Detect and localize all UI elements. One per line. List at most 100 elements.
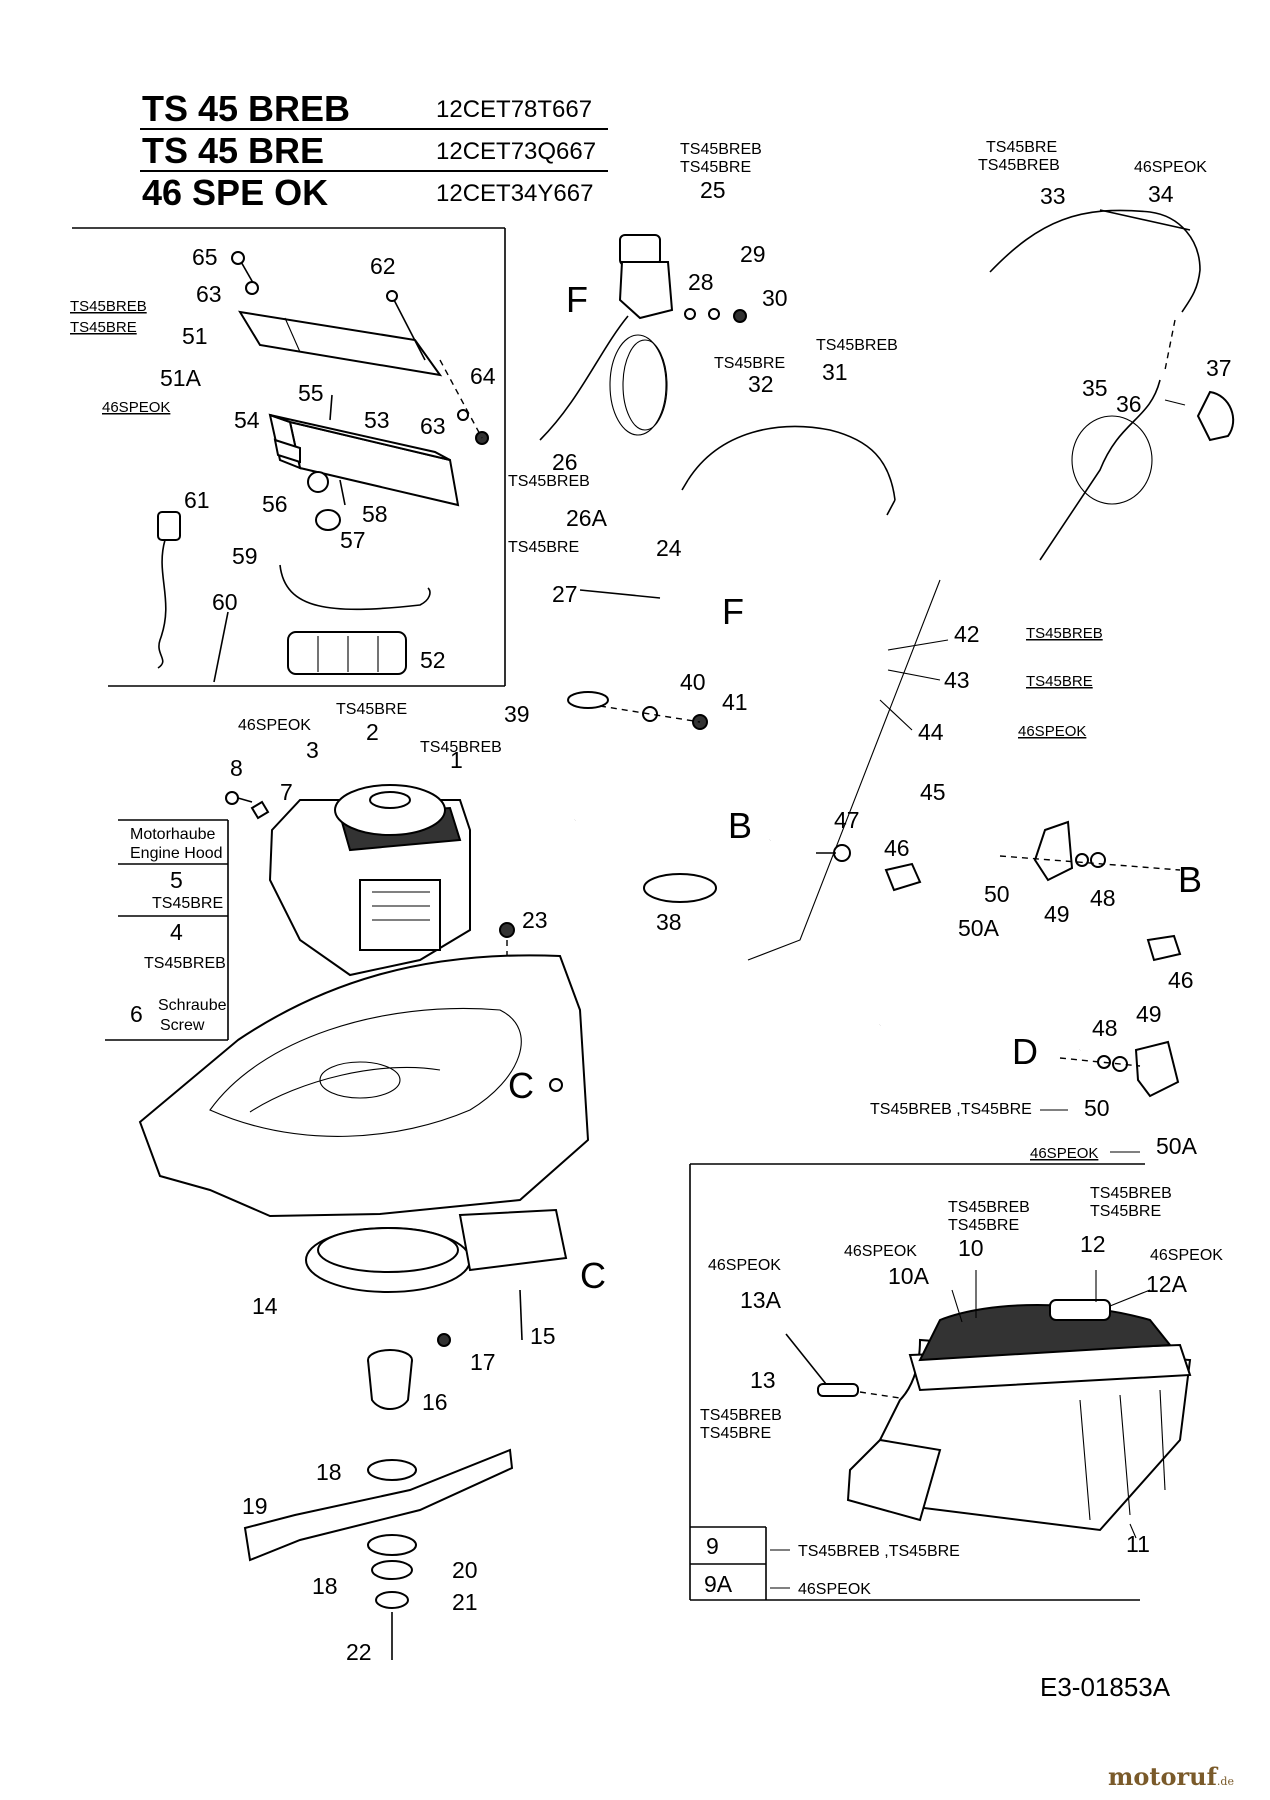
callout: 8 bbox=[230, 755, 243, 781]
variant-label: TS45BRE bbox=[948, 1217, 1019, 1234]
hood-title-en: Engine Hood bbox=[130, 845, 223, 862]
callout: 64 bbox=[470, 363, 496, 389]
bracket-50b bbox=[1134, 1040, 1180, 1098]
model-name: TS 45 BREB bbox=[142, 88, 351, 129]
variant-label: TS45BREB bbox=[816, 337, 898, 354]
washer-18-bottom bbox=[367, 1534, 417, 1556]
assembly-line bbox=[999, 855, 1181, 871]
variant-label: 46SPEOK bbox=[1018, 723, 1086, 740]
bolt-55 bbox=[329, 394, 333, 421]
callout: 19 bbox=[242, 1493, 268, 1519]
cable-35 bbox=[1039, 379, 1161, 561]
model-code: 12CET73Q667 bbox=[436, 138, 597, 165]
screw-8-shank bbox=[237, 797, 253, 803]
catcher-rib bbox=[1079, 1399, 1091, 1521]
ref-letter-d: D bbox=[1012, 1031, 1038, 1072]
callout: 15 bbox=[530, 1323, 556, 1349]
screw-47 bbox=[833, 844, 851, 862]
leader bbox=[887, 639, 949, 651]
callout: 46 bbox=[1168, 967, 1194, 993]
callout: 10 bbox=[958, 1235, 984, 1261]
catcher-row-num: 9A bbox=[704, 1571, 733, 1597]
model-row: TS 45 BRE 12CET73Q667 bbox=[140, 130, 608, 172]
deck-hole bbox=[319, 1061, 401, 1099]
callout: 12 bbox=[1080, 1231, 1106, 1257]
screw-head bbox=[386, 290, 398, 302]
callout: 50A bbox=[958, 915, 1000, 941]
callout: 63 bbox=[196, 281, 222, 307]
washer-63 bbox=[245, 281, 259, 295]
callout: 29 bbox=[740, 241, 766, 267]
washer-18-top bbox=[367, 1459, 417, 1481]
callout: 37 bbox=[1206, 355, 1232, 381]
model-row: TS 45 BREB 12CET78T667 bbox=[140, 88, 608, 130]
callout: 1 bbox=[450, 747, 463, 773]
callout: 65 bbox=[192, 244, 218, 270]
variant-label: TS45BREB bbox=[1026, 625, 1103, 642]
callout: 58 bbox=[362, 501, 388, 527]
callout: 36 bbox=[1116, 391, 1142, 417]
assembly-line bbox=[439, 359, 483, 439]
deflector-group: TS45BREB TS45BRE 46SPEOK 65 63 51 51A 62… bbox=[70, 227, 506, 687]
callout: 16 bbox=[422, 1389, 448, 1415]
screw-8 bbox=[225, 791, 239, 805]
bail-group: TS45BRE 32 TS45BREB 31 bbox=[681, 337, 898, 516]
clip-46 bbox=[884, 862, 922, 892]
knob-57 bbox=[315, 509, 341, 531]
deflector-plate bbox=[238, 310, 443, 377]
leader bbox=[785, 1333, 827, 1385]
callout: 22 bbox=[346, 1639, 372, 1665]
callout: 49 bbox=[1136, 1001, 1162, 1027]
charger-61 bbox=[157, 511, 181, 541]
assembly-line bbox=[1164, 319, 1176, 371]
lower-handle-group: 45 46 50 50A 49 48 B 46 48 49 D TS45BREB… bbox=[870, 778, 1202, 1162]
variant-label: TS45BRE bbox=[986, 139, 1057, 156]
callout: 48 bbox=[1090, 885, 1116, 911]
variant-label: TS45BREB bbox=[420, 739, 502, 756]
catcher-group: 46SPEOK 46SPEOK 10A TS45BREB TS45BRE 10 … bbox=[689, 1163, 1223, 1601]
knob-39 bbox=[567, 691, 609, 709]
callout: 23 bbox=[522, 907, 548, 933]
callout: 21 bbox=[452, 1589, 478, 1615]
cable-coil bbox=[609, 334, 667, 436]
engine-housing bbox=[359, 879, 441, 951]
model-code: 12CET34Y667 bbox=[436, 180, 594, 207]
model-row: 46 SPE OK 12CET34Y667 bbox=[140, 172, 608, 212]
ref-letter-c: C bbox=[508, 1065, 534, 1106]
model-table: TS 45 BREB 12CET78T667 TS 45 BRE 12CET73… bbox=[140, 88, 608, 212]
washer-49 bbox=[1075, 853, 1089, 867]
watermark-name: motoruf bbox=[1108, 1762, 1217, 1791]
variant-label: TS45BREB bbox=[1090, 1185, 1172, 1202]
leader bbox=[1109, 1289, 1151, 1307]
clip-46b bbox=[1146, 934, 1182, 962]
callout: 24 bbox=[656, 535, 682, 561]
leader bbox=[1129, 1523, 1137, 1539]
bail-31 bbox=[687, 425, 896, 501]
callout: 11 bbox=[1126, 1531, 1150, 1557]
bail-33 bbox=[989, 209, 1201, 313]
callout: 31 bbox=[822, 359, 848, 385]
callout: 51 bbox=[182, 323, 208, 349]
variant-label: TS45BREB ,TS45BRE bbox=[870, 1101, 1032, 1118]
variant-label: 46SPEOK bbox=[1150, 1247, 1223, 1264]
bolt-13 bbox=[817, 1383, 859, 1397]
engine-group: Motorhaube Engine Hood 5 TS45BRE 4 TS45B… bbox=[105, 701, 548, 1061]
washer-40 bbox=[642, 706, 658, 722]
plate-fold bbox=[284, 317, 301, 353]
callout: 14 bbox=[252, 1293, 278, 1319]
model-name: 46 SPE OK bbox=[142, 172, 329, 213]
callout: 38 bbox=[656, 909, 682, 935]
bracket-14 bbox=[458, 1208, 568, 1272]
callout: 32 bbox=[748, 371, 774, 397]
catcher-row-variant: TS45BREB ,TS45BRE bbox=[798, 1543, 960, 1560]
bolt-58 bbox=[339, 479, 346, 506]
charger-cable bbox=[157, 539, 167, 669]
assembly-line bbox=[599, 705, 701, 723]
catcher-row-num: 9 bbox=[706, 1533, 719, 1559]
callout: 61 bbox=[184, 487, 210, 513]
hood-row-variant: TS45BREB bbox=[144, 955, 226, 972]
upper-handle-fill bbox=[570, 512, 892, 842]
engine-cover bbox=[334, 784, 446, 836]
variant-label: TS45BRE bbox=[336, 701, 407, 718]
